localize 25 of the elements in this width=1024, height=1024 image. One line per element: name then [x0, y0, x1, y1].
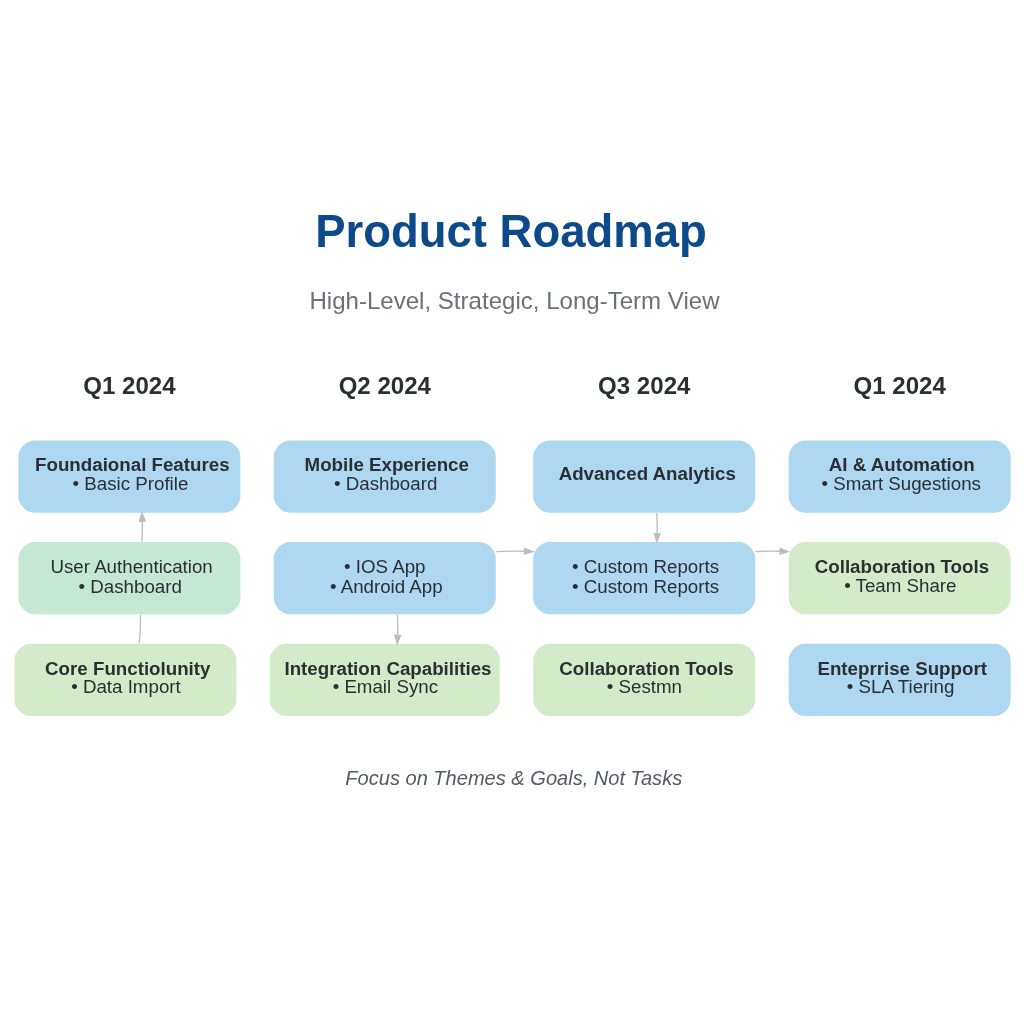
label: High-Level, Strategic, Long-Term View: [308, 286, 720, 314]
arrow: [393, 614, 401, 646]
node-box: • IOS App • Android App: [273, 542, 496, 615]
node-box: Core Functiolunity • Data Import: [13, 643, 236, 716]
node-box: • Custom Reports • Custom Reports: [532, 542, 755, 615]
label: Q1 2024: [853, 372, 946, 400]
node-box: Foundaional Features • Basic Profile: [17, 440, 240, 513]
node-box: Enteprrise Support • SLA Tiering: [788, 643, 1011, 716]
node-box: Collaboration Tools • Team Share: [788, 542, 1011, 615]
connector: [138, 614, 141, 645]
arrow: [138, 511, 146, 543]
label: Q3 2024: [597, 372, 690, 400]
node-box: Advanced Analytics: [532, 440, 755, 513]
node-box: Mobile Experience • Dashboard: [273, 440, 496, 513]
arrow: [652, 512, 661, 544]
caption: Focus on Themes & Goals, Not Tasks: [344, 766, 682, 789]
label: Q2 2024: [338, 372, 431, 400]
arrow: [754, 547, 790, 555]
node-box: User Authentication • Dashboard: [17, 542, 240, 615]
node-box: AI & Automation • Smart Sugestions: [788, 440, 1011, 513]
label: Q1 2024: [82, 372, 176, 400]
node-box: Collaboration Tools • Sestmn: [532, 643, 755, 716]
arrow: [495, 547, 535, 555]
node-box: Integration Capabilities • Email Sync: [269, 643, 500, 716]
diagram-title: Product Roadmap: [314, 205, 707, 257]
